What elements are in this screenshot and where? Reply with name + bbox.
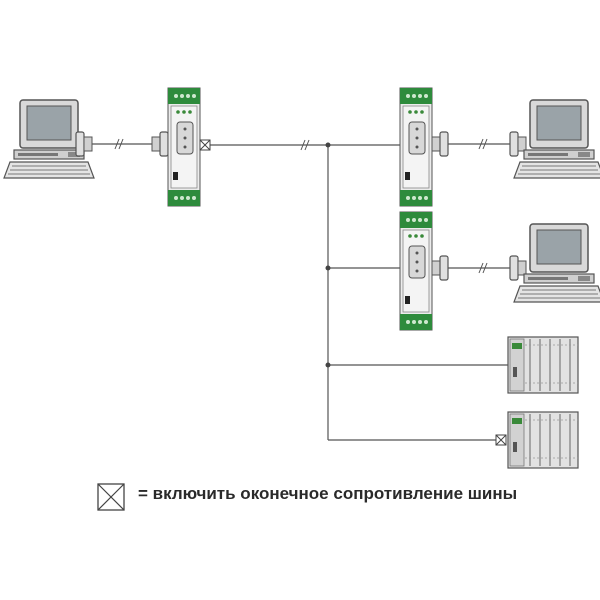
computer-icon xyxy=(513,223,600,303)
din-rail-converter-icon xyxy=(167,87,201,207)
legend-terminator-icon xyxy=(97,483,125,511)
bus-junction-dot xyxy=(325,142,331,148)
plc-controller-icon xyxy=(507,411,579,469)
legend-text: = включить оконечное сопротивление шины xyxy=(138,484,518,503)
serial-plug-icon xyxy=(509,255,527,281)
serial-plug-icon xyxy=(151,131,169,157)
computer-icon xyxy=(513,99,600,179)
din-rail-converter-icon xyxy=(399,211,433,331)
serial-plug-icon xyxy=(509,131,527,157)
din-rail-converter-icon xyxy=(399,87,433,207)
bus-lines xyxy=(210,144,508,441)
serial-plug-icon xyxy=(75,131,93,157)
bus-junction-dot xyxy=(325,362,331,368)
terminator-box-icon xyxy=(495,434,507,446)
terminator-box-icon xyxy=(199,139,211,151)
serial-plug-icon xyxy=(431,255,449,281)
serial-plug-icon xyxy=(431,131,449,157)
plc-controller-icon xyxy=(507,336,579,394)
bus-junction-dot xyxy=(325,265,331,271)
